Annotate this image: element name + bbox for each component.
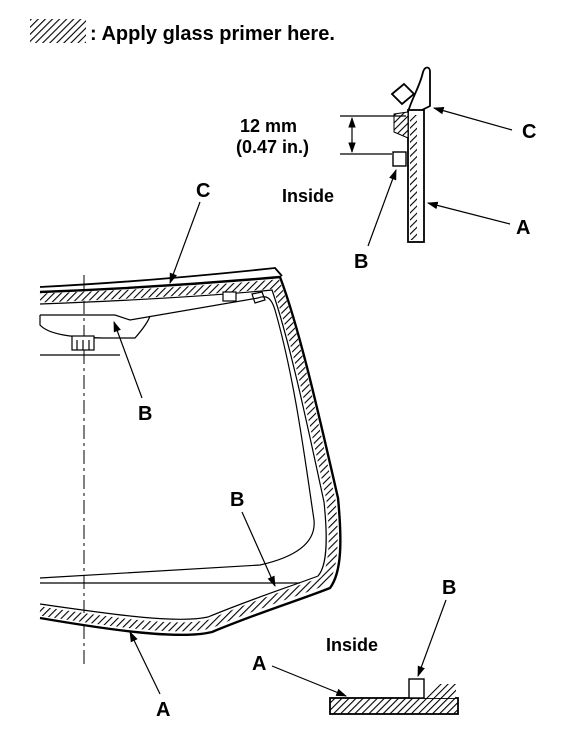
inner-frame-line: [39, 296, 315, 579]
primer-section-bottom: [424, 684, 456, 698]
mirror-mount-outline: [39, 315, 151, 339]
label-inside-top: Inside: [282, 186, 334, 206]
adhesive-bead: [393, 111, 409, 139]
cross-section-top: 12 mm (0.47 in.) Inside C A B: [236, 66, 536, 273]
windshield-outer-edge: [39, 275, 342, 637]
label-b-upper: B: [138, 403, 152, 425]
leader-b-bottom: [417, 599, 447, 678]
label-a-section: A: [516, 217, 530, 239]
molding-c-section: [390, 82, 416, 106]
spacer-block: [222, 291, 237, 302]
hatch-swatch-icon: [30, 19, 86, 43]
label-inside-bottom: Inside: [326, 635, 378, 655]
leader-a-section: [426, 201, 511, 225]
label-a-main: A: [156, 699, 170, 721]
leader-c-top: [169, 201, 201, 285]
spacer-b-bottom: [408, 678, 425, 699]
cross-section-bottom: Inside A B: [252, 577, 459, 715]
molding-c-top: [39, 267, 283, 288]
spacer-b-section: [392, 151, 407, 167]
label-b-lower: B: [230, 489, 244, 511]
legend: : Apply glass primer here.: [30, 19, 335, 45]
primer-band: [39, 279, 338, 632]
legend-text: : Apply glass primer here.: [90, 23, 335, 45]
label-c-top: C: [196, 180, 210, 202]
molding-c-lip: [407, 66, 431, 113]
label-a-bottom: A: [252, 653, 266, 675]
dimension-in: (0.47 in.): [236, 137, 309, 157]
primer-band-inner-edge: [39, 289, 327, 620]
leader-c-section: [432, 107, 513, 131]
leader-b-lower: [241, 511, 276, 587]
label-c-section: C: [522, 121, 536, 143]
dimension-mm: 12 mm: [240, 116, 297, 136]
windshield-view: C B B A: [39, 180, 342, 721]
label-b-section: B: [354, 251, 368, 273]
primer-section-top: [410, 115, 417, 240]
glass-panel-a-bottom: [329, 697, 459, 715]
leader-b-section: [367, 168, 397, 247]
leader-b-upper: [113, 320, 143, 399]
label-b-bottom: B: [442, 577, 456, 599]
leader-a-bottom: [271, 665, 348, 697]
leader-a-main: [129, 631, 161, 695]
